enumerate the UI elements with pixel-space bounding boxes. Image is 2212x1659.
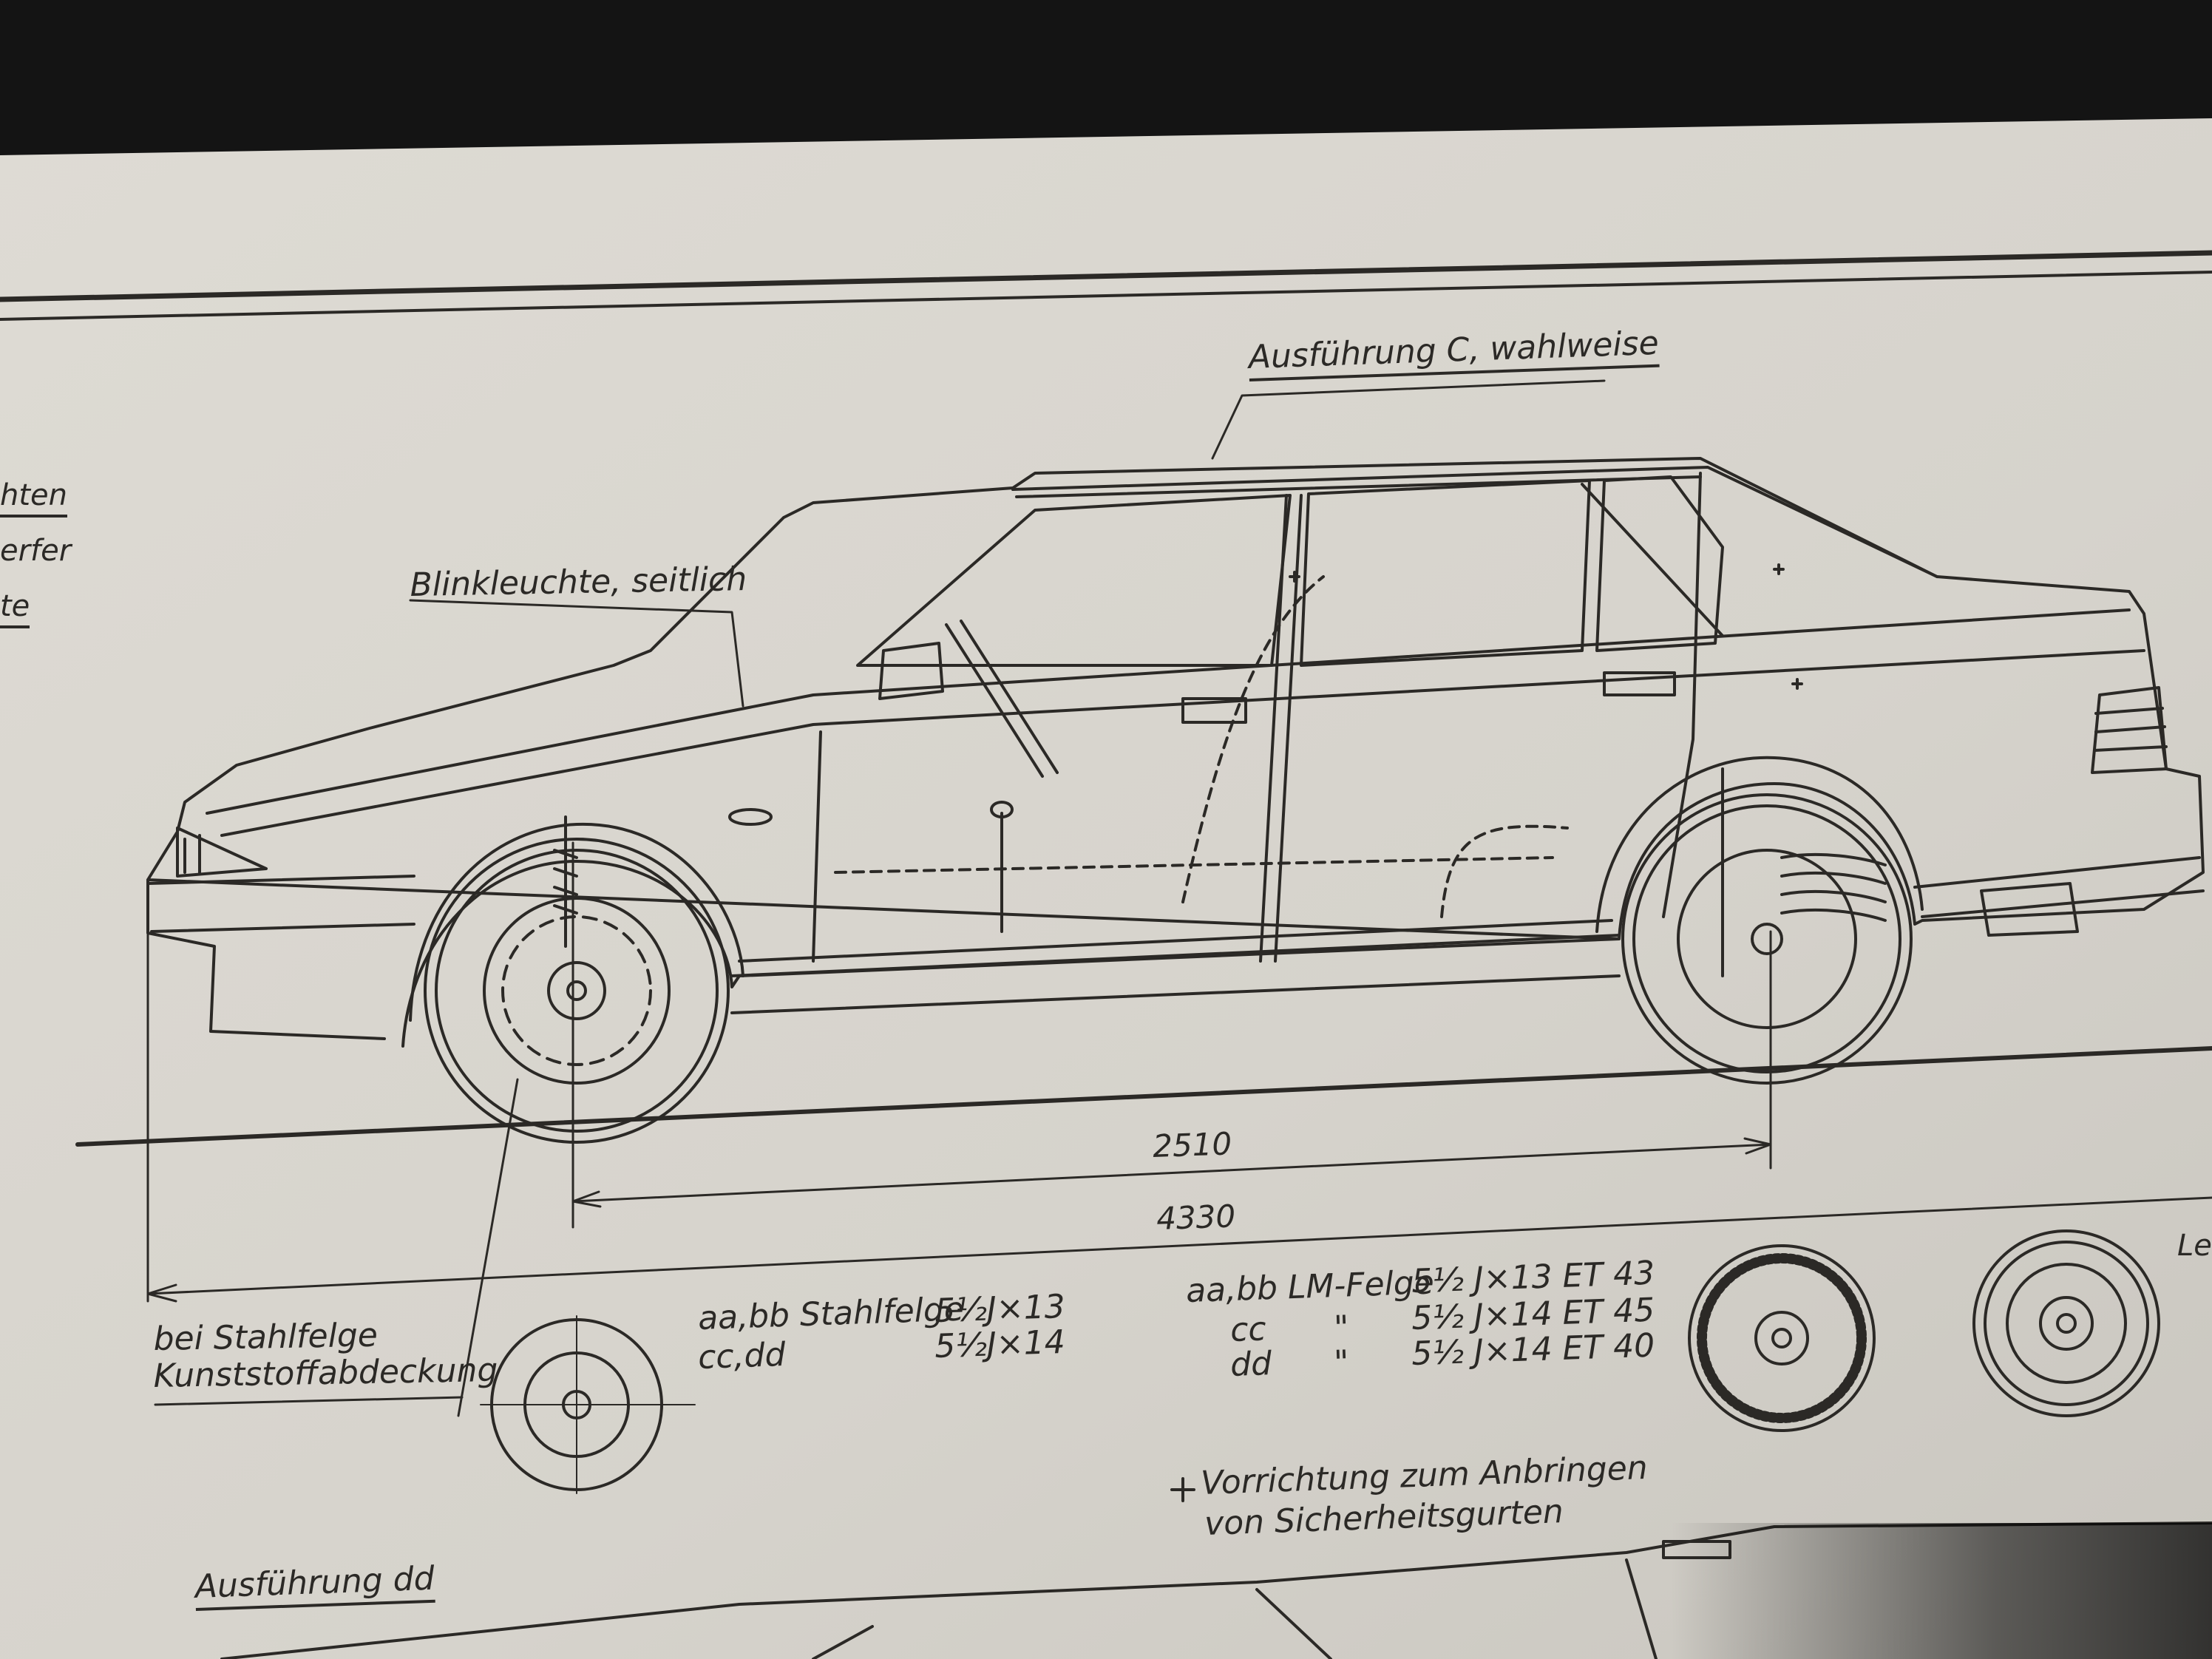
alloy-wheel-icon-1 bbox=[1688, 1244, 1876, 1432]
alloy-wheel-icon-2 bbox=[1972, 1229, 2160, 1417]
label-alloy-dd-ditto: " bbox=[1333, 1343, 1350, 1382]
label-left-cut-3: te bbox=[0, 591, 30, 628]
rear-wheel bbox=[1621, 793, 1913, 1085]
front-wheel bbox=[424, 838, 730, 1144]
ground-line bbox=[75, 1046, 2212, 1147]
label-alloy-cc-ditto: " bbox=[1333, 1309, 1350, 1347]
label-turn-signal: Blinkleuchte, seitlich bbox=[410, 560, 747, 604]
label-steel-aabb: aa,bb Stahlfelge bbox=[697, 1290, 965, 1337]
label-left-cut-1: hten bbox=[0, 481, 67, 518]
label-alloy-dd: dd bbox=[1229, 1345, 1272, 1384]
car-side-view bbox=[146, 457, 2205, 1048]
dimension-overall-length: 4330 bbox=[1156, 1198, 1236, 1237]
label-steel-ccdd-size: 5½J×14 bbox=[934, 1323, 1066, 1365]
label-steel-wheel-note-1: bei Stahlfelge bbox=[153, 1316, 379, 1358]
dimension-wheelbase: 2510 bbox=[1152, 1125, 1232, 1164]
seatbelt-marker-icon bbox=[1170, 1477, 1195, 1502]
label-steel-aabb-size: 5½J×13 bbox=[934, 1287, 1066, 1330]
label-left-cut-2: erfer bbox=[0, 534, 72, 568]
label-alloy-aabb: aa,bb LM-Felge bbox=[1185, 1263, 1435, 1310]
label-right-cut: Le bbox=[2177, 1229, 2212, 1263]
label-variant-dd: Ausführung dd bbox=[194, 1560, 435, 1611]
label-alloy-cc: cc bbox=[1229, 1310, 1267, 1349]
frame-border-lines bbox=[0, 250, 2212, 321]
steel-wheel-cover-icon bbox=[480, 1315, 696, 1494]
label-alloy-dd-size: 5½ J×14 ET 40 bbox=[1411, 1326, 1656, 1373]
label-steel-wheel-note-2: Kunststoffabdeckung bbox=[153, 1351, 498, 1395]
label-steel-ccdd: cc,dd bbox=[697, 1335, 787, 1377]
dimension-lines bbox=[146, 379, 2212, 1417]
